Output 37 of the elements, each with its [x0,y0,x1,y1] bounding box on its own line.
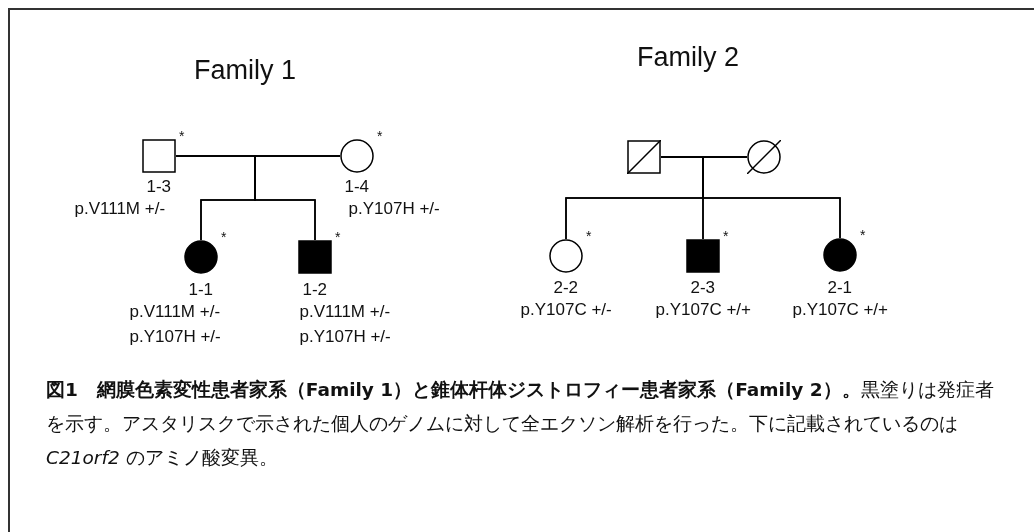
asterisk-mark: * [335,230,341,244]
asterisk-mark: * [377,129,383,143]
family-heading: Family 2 [637,44,739,71]
pedigree-circle [823,238,857,272]
pedigree-square [298,240,332,274]
variant-label: p.Y107H +/- [129,328,221,345]
pedigree-circle [549,239,583,273]
variant-label: p.Y107C +/+ [792,301,888,318]
variant-label: p.Y107H +/- [299,328,391,345]
individual-id: 2-2 [553,279,579,296]
variant-label: p.Y107C +/- [520,301,612,318]
family-heading: Family 1 [194,57,296,84]
asterisk-mark: * [221,230,227,244]
individual-id: 2-1 [827,279,853,296]
pedigree-square [142,139,176,173]
individual-id: 1-2 [302,281,328,298]
variant-label: p.V111M +/- [74,200,166,217]
individual-id: 2-3 [690,279,716,296]
asterisk-mark: * [586,229,592,243]
pedigree-line [254,155,341,241]
pedigree-line [702,156,841,239]
individual-id: 1-4 [344,178,370,195]
asterisk-mark: * [179,129,185,143]
pedigree-circle [184,240,218,274]
individual-id: 1-1 [188,281,214,298]
individual-id: 1-3 [146,178,172,195]
variant-label: p.Y107H +/- [348,200,440,217]
pedigree-square [686,239,720,273]
pedigree-circle [340,139,374,173]
variant-label: p.Y107C +/+ [655,301,751,318]
asterisk-mark: * [860,228,866,242]
asterisk-mark: * [723,229,729,243]
figure-caption: 図1 網膜色素変性患者家系（Family 1）と錐体杆体ジストロフィー患者家系（Family 2）。黒塗りは発症者を示す。アスタリスクで示された個人のゲノムに対して全エクソン解析を行った。下に記載されているのは C21orf2 のアミノ酸変異。 [46,378,995,470]
pedigree-circle [747,140,781,174]
pedigree-square [627,140,661,174]
variant-label: p.V111M +/- [299,303,391,320]
variant-label: p.V111M +/- [129,303,221,320]
